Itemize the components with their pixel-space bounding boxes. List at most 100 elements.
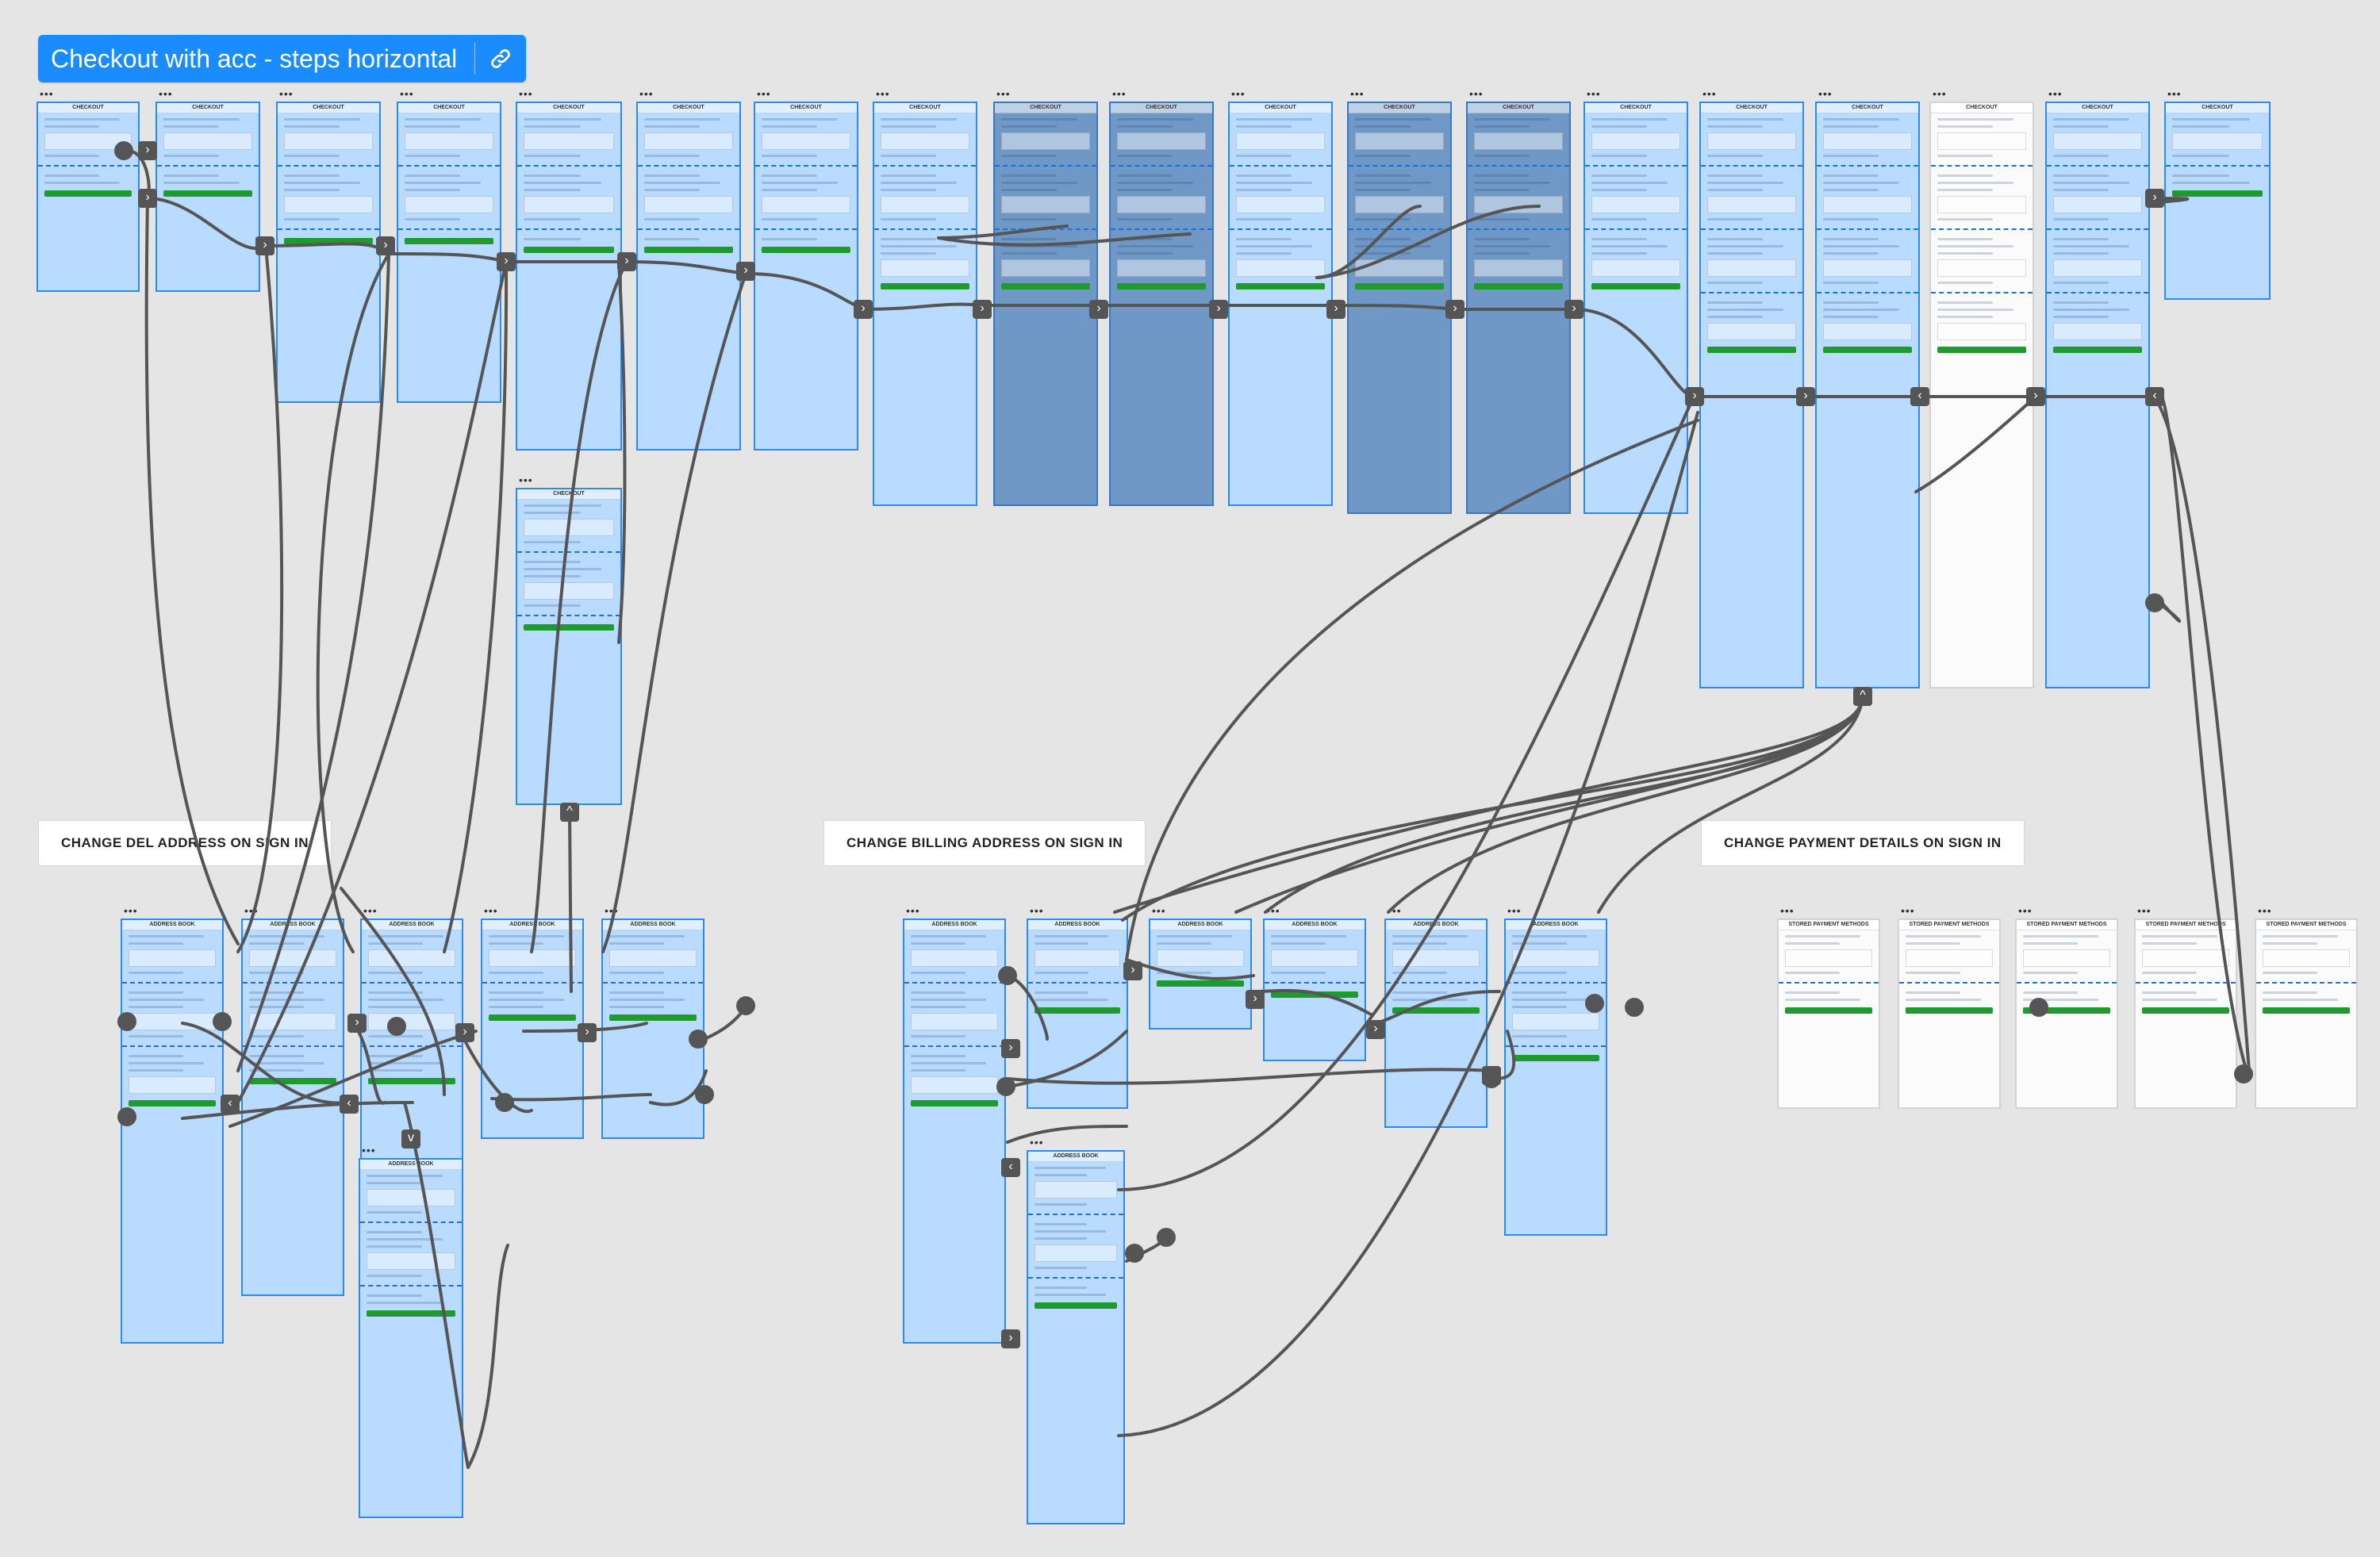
frame-menu-dots[interactable]: ••• [1818, 87, 1833, 100]
primary-button[interactable] [489, 1014, 576, 1021]
address-book-screen-frame[interactable]: ADDRESS BOOK [241, 918, 344, 1296]
frame-menu-dots[interactable]: ••• [124, 904, 138, 917]
frame-menu-dots[interactable]: ••• [1030, 904, 1044, 917]
connector-handle[interactable]: › [1366, 1020, 1385, 1039]
primary-button[interactable] [1707, 347, 1796, 353]
frame-menu-dots[interactable]: ••• [519, 87, 533, 100]
connector-endpoint[interactable] [213, 1012, 232, 1031]
connector-handle[interactable]: › [617, 252, 636, 271]
connector-handle[interactable]: › [455, 1023, 474, 1042]
address-book-screen-frame[interactable]: ADDRESS BOOK [601, 918, 704, 1139]
connector-endpoint[interactable] [387, 1017, 406, 1036]
connector-handle[interactable]: › [1564, 300, 1583, 319]
stored-payment-screen-frame[interactable]: STORED PAYMENT METHODS [1898, 918, 2001, 1109]
frame-menu-dots[interactable]: ••• [876, 87, 890, 100]
checkout-screen-frame[interactable]: CHECKOUT [1466, 102, 1571, 514]
connector-endpoint[interactable] [117, 1012, 136, 1031]
checkout-screen-frame[interactable]: CHECKOUT [1347, 102, 1452, 514]
address-book-screen-frame[interactable]: ADDRESS BOOK [1149, 918, 1252, 1030]
checkout-screen-frame[interactable]: CHECKOUT [36, 102, 140, 292]
connector-handle[interactable]: › [2026, 387, 2045, 406]
checkout-screen-frame[interactable]: CHECKOUT [754, 102, 858, 451]
frame-menu-dots[interactable]: ••• [2258, 904, 2272, 917]
primary-button[interactable] [524, 624, 614, 631]
stored-payment-screen-frame[interactable]: STORED PAYMENT METHODS [1777, 918, 1880, 1109]
connector-endpoint[interactable] [1157, 1228, 1176, 1247]
checkout-screen-frame[interactable]: CHECKOUT [636, 102, 741, 451]
frame-menu-dots[interactable]: ••• [362, 1144, 376, 1156]
primary-button[interactable] [1117, 283, 1206, 290]
connector-endpoint[interactable] [689, 1030, 708, 1049]
connector-endpoint[interactable] [114, 141, 133, 160]
connector-endpoint[interactable] [996, 1077, 1015, 1096]
checkout-screen-frame[interactable]: CHECKOUT [2045, 102, 2150, 688]
connector-endpoint[interactable] [2234, 1064, 2253, 1083]
primary-button[interactable] [2023, 1007, 2110, 1014]
primary-button[interactable] [1392, 1007, 1480, 1014]
connector-handle[interactable]: › [138, 189, 157, 208]
primary-button[interactable] [368, 1078, 455, 1084]
stored-payment-screen-frame[interactable]: STORED PAYMENT METHODS [2255, 918, 2358, 1109]
primary-button[interactable] [1474, 283, 1563, 290]
checkout-screen-frame[interactable]: CHECKOUT [1929, 102, 2034, 688]
primary-button[interactable] [1906, 1007, 1993, 1014]
frame-menu-dots[interactable]: ••• [1587, 87, 1601, 100]
frame-menu-dots[interactable]: ••• [996, 87, 1011, 100]
connector-handle[interactable]: ‹ [1910, 387, 1929, 406]
primary-button[interactable] [1035, 1302, 1117, 1309]
connector-handle[interactable]: › [736, 262, 755, 281]
primary-button[interactable] [762, 247, 850, 253]
primary-button[interactable] [1785, 1007, 1872, 1014]
frame-menu-dots[interactable]: ••• [1350, 87, 1365, 100]
checkout-screen-frame[interactable]: CHECKOUT [276, 102, 381, 403]
frame-menu-dots[interactable]: ••• [244, 904, 259, 917]
primary-button[interactable] [2172, 190, 2263, 197]
connector-handle[interactable]: › [1123, 961, 1142, 980]
frame-menu-dots[interactable]: ••• [40, 87, 54, 100]
checkout-screen-frame[interactable]: CHECKOUT [1583, 102, 1688, 514]
connector-handle[interactable]: v [401, 1129, 420, 1149]
frame-menu-dots[interactable]: ••• [639, 87, 654, 100]
checkout-screen-frame[interactable]: CHECKOUT [993, 102, 1098, 506]
connector-handle[interactable]: › [1796, 387, 1815, 406]
address-book-screen-frame[interactable]: ADDRESS BOOK [359, 1158, 463, 1518]
frame-menu-dots[interactable]: ••• [1780, 904, 1795, 917]
address-book-screen-frame[interactable]: ADDRESS BOOK [1504, 918, 1607, 1236]
connector-handle[interactable]: ‹ [2145, 387, 2164, 406]
connector-handle[interactable]: ‹ [221, 1095, 240, 1114]
connector-endpoint[interactable] [998, 966, 1017, 985]
address-book-screen-frame[interactable]: ADDRESS BOOK [1384, 918, 1488, 1128]
connector-handle[interactable]: › [2145, 189, 2164, 208]
primary-button[interactable] [1355, 283, 1444, 290]
primary-button[interactable] [1937, 347, 2026, 353]
connector-handle[interactable]: › [497, 252, 516, 271]
checkout-screen-frame[interactable]: CHECKOUT [873, 102, 977, 506]
primary-button[interactable] [405, 238, 493, 244]
primary-button[interactable] [609, 1014, 697, 1021]
frame-menu-dots[interactable]: ••• [159, 87, 173, 100]
primary-button[interactable] [284, 238, 373, 244]
connector-handle[interactable]: › [1209, 300, 1228, 319]
connector-handle[interactable]: › [376, 236, 395, 255]
frame-menu-dots[interactable]: ••• [2167, 87, 2182, 100]
connector-handle[interactable]: › [1685, 387, 1704, 406]
address-book-screen-frame[interactable]: ADDRESS BOOK [121, 918, 224, 1344]
frame-menu-dots[interactable]: ••• [1266, 904, 1280, 917]
frame-menu-dots[interactable]: ••• [1702, 87, 1717, 100]
address-book-screen-frame[interactable]: ADDRESS BOOK [1263, 918, 1366, 1061]
frame-menu-dots[interactable]: ••• [1152, 904, 1166, 917]
primary-button[interactable] [881, 283, 969, 290]
connector-handle[interactable]: ‹ [340, 1095, 359, 1114]
primary-button[interactable] [2053, 347, 2142, 353]
primary-button[interactable] [2263, 1007, 2350, 1014]
stored-payment-screen-frame[interactable]: STORED PAYMENT METHODS [2015, 918, 2118, 1109]
primary-button[interactable] [1271, 991, 1358, 998]
checkout-screen-frame[interactable]: CHECKOUT [1699, 102, 1804, 688]
connector-handle[interactable]: › [854, 300, 873, 319]
frame-menu-dots[interactable]: ••• [519, 474, 533, 486]
frame-menu-dots[interactable]: ••• [1469, 87, 1484, 100]
frame-menu-dots[interactable]: ••• [1388, 904, 1402, 917]
primary-button[interactable] [44, 190, 132, 197]
checkout-screen-frame[interactable]: CHECKOUT [1815, 102, 1920, 688]
